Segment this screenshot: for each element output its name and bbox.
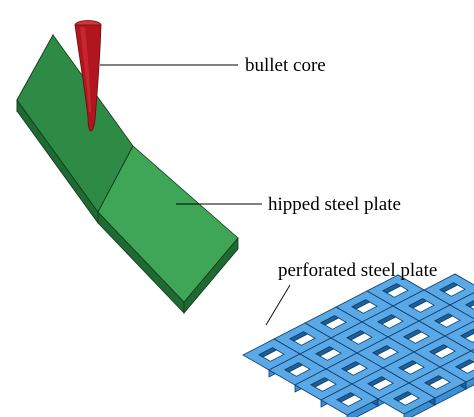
lattice-hole-wall bbox=[465, 300, 474, 308]
lattice-hole-wall bbox=[372, 345, 392, 356]
lattice-hole-wall bbox=[284, 362, 304, 373]
lattice-hole-wall bbox=[393, 391, 413, 402]
lattice-hole-wall bbox=[460, 328, 474, 339]
perforated-plate-leader-line bbox=[265, 284, 291, 326]
lattice-hole-wall bbox=[315, 346, 335, 357]
lattice-hole-wall bbox=[289, 331, 309, 342]
lattice-hole-wall bbox=[310, 377, 330, 388]
lattice-hole-wall bbox=[258, 347, 278, 358]
lattice-hole-wall bbox=[398, 360, 418, 371]
lattice-hole-wall bbox=[434, 313, 454, 324]
bullet-core bbox=[74, 20, 102, 132]
lattice-hole-wall bbox=[439, 282, 459, 293]
lattice-hole-wall bbox=[429, 344, 449, 355]
lattice-hole-wall bbox=[382, 283, 402, 294]
perforated-steel-plate bbox=[242, 273, 474, 417]
hipped-plate-label: hipped steel plate bbox=[268, 194, 401, 215]
lattice-hole-wall bbox=[341, 361, 361, 372]
perforated-plate-label: perforated steel plate bbox=[278, 260, 437, 281]
bullet-highlight bbox=[80, 27, 91, 112]
lattice-hole-wall bbox=[351, 299, 371, 310]
lattice-hole-wall bbox=[336, 392, 356, 403]
lattice-hole-wall bbox=[320, 315, 340, 326]
lattice-hole-wall bbox=[424, 375, 444, 386]
lattice-hole-wall bbox=[377, 314, 397, 325]
lattice-hole-wall bbox=[408, 298, 428, 309]
lattice-hole-wall bbox=[346, 330, 366, 341]
bullet-core-label: bullet core bbox=[245, 55, 326, 76]
lattice-hole-wall bbox=[403, 329, 423, 340]
plate-bend-line bbox=[97, 145, 134, 213]
lattice-hole-wall bbox=[367, 376, 387, 387]
hipped-steel-plate bbox=[16, 33, 239, 315]
